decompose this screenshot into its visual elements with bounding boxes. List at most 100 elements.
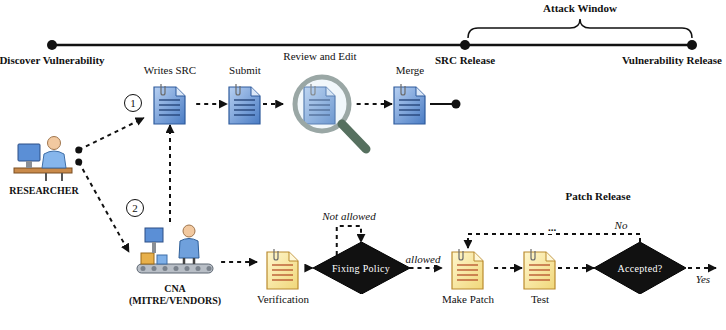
- node-label: RESEARCHER: [9, 184, 78, 197]
- cna-icon: [135, 222, 215, 280]
- paper-clip: [236, 84, 240, 95]
- annotation-label: ...: [548, 221, 556, 234]
- page-line: [529, 279, 550, 280]
- document-icon: [522, 248, 558, 290]
- node-label: Accepted?: [618, 262, 663, 275]
- page-line: [529, 269, 550, 270]
- dashed-connector: [410, 267, 442, 269]
- dashed-connector: [169, 125, 171, 222]
- dashed-connector: [558, 267, 594, 269]
- annotation-label: SRC Release: [435, 54, 495, 67]
- monitor-stand: [26, 161, 32, 168]
- conveyor-belt: [137, 264, 213, 273]
- page-line: [272, 279, 293, 280]
- page-line: [399, 104, 420, 105]
- person-legs: [184, 258, 194, 264]
- merge-end-line: [430, 103, 452, 105]
- document-node: Review and Edit: [283, 50, 356, 125]
- page-line: [529, 264, 550, 265]
- actor: CNA (MITRE/VENDORS): [129, 222, 221, 307]
- dashed-connector: [263, 103, 283, 105]
- edge-label: Not allowed: [321, 210, 376, 222]
- node-label: Submit: [229, 64, 261, 77]
- page-line: [457, 269, 478, 270]
- node-label: Merge: [396, 64, 425, 77]
- conveyor-roller: [207, 266, 212, 271]
- page-line: [457, 279, 478, 280]
- page-body: [154, 87, 185, 124]
- dashed-connector: [494, 267, 522, 269]
- node-label: Fixing Policy: [332, 262, 390, 275]
- page-line: [399, 109, 420, 110]
- parcel: [141, 253, 154, 264]
- node-label: Writes SRC: [144, 64, 196, 77]
- page-line: [159, 114, 180, 115]
- conveyor-roller: [141, 266, 146, 271]
- paper-clip: [401, 84, 405, 95]
- timeline-line: [52, 44, 692, 47]
- page-line: [234, 114, 255, 115]
- diamond-shape: [313, 242, 410, 294]
- attack-window-brace: [468, 19, 692, 38]
- document-node: Verification: [257, 248, 309, 306]
- page-body: [394, 87, 425, 124]
- page-body: [229, 87, 260, 124]
- dashed-connector: [79, 118, 144, 150]
- dashed-connector: [79, 162, 129, 252]
- researcher-icon: [12, 132, 76, 182]
- document-icon: [227, 83, 263, 125]
- paper-clip: [274, 249, 278, 260]
- page-line: [399, 114, 420, 115]
- node-label: Make Patch: [442, 293, 494, 306]
- node-label: Verification: [257, 293, 309, 306]
- document-icon: [302, 83, 338, 125]
- magnifier-handle: [342, 124, 366, 149]
- decision-diamond: Accepted?: [594, 242, 686, 294]
- branch-dot: [75, 159, 82, 166]
- page-body: [524, 252, 555, 289]
- parcel: [157, 255, 167, 264]
- page-line: [159, 109, 180, 110]
- document-node: Test: [522, 248, 558, 306]
- page-body: [267, 252, 298, 289]
- timeline-dot: [460, 40, 470, 50]
- desk: [14, 168, 72, 173]
- paper-clip: [161, 84, 165, 95]
- dashed-connector: [357, 103, 392, 105]
- person-body: [179, 239, 199, 259]
- diamond-shape: [594, 242, 686, 294]
- conveyor-roller: [174, 266, 179, 271]
- paper-clip: [531, 249, 535, 260]
- page-body: [452, 252, 483, 289]
- branch-dot: [75, 147, 82, 154]
- timeline-dot: [687, 40, 697, 50]
- page-line: [399, 99, 420, 100]
- page-line: [457, 264, 478, 265]
- merge-end-dot: [452, 100, 461, 109]
- dashed-connector: [196, 103, 227, 105]
- page-line: [234, 109, 255, 110]
- document-node: Submit: [227, 64, 263, 125]
- document-icon: [392, 83, 428, 125]
- decision-diamond: Fixing Policy: [313, 242, 410, 294]
- page-line: [234, 104, 255, 105]
- callout-number: 2: [126, 199, 144, 217]
- page-fold: [176, 87, 185, 96]
- page-fold: [474, 252, 483, 261]
- annotation-label: Yes: [696, 273, 710, 286]
- dashed-connector: [468, 234, 640, 248]
- person-body: [42, 151, 66, 168]
- annotation-label: Patch Release: [565, 190, 630, 203]
- edge-label: No: [614, 219, 629, 231]
- page-fold: [251, 87, 260, 96]
- page-fold: [546, 252, 555, 261]
- monitor: [18, 144, 40, 161]
- person-head: [183, 225, 195, 237]
- page-line: [529, 274, 550, 275]
- document-icon: [152, 83, 188, 125]
- page-line: [272, 269, 293, 270]
- page-line: [457, 274, 478, 275]
- document-node: Merge: [392, 64, 428, 125]
- page-fold: [416, 87, 425, 96]
